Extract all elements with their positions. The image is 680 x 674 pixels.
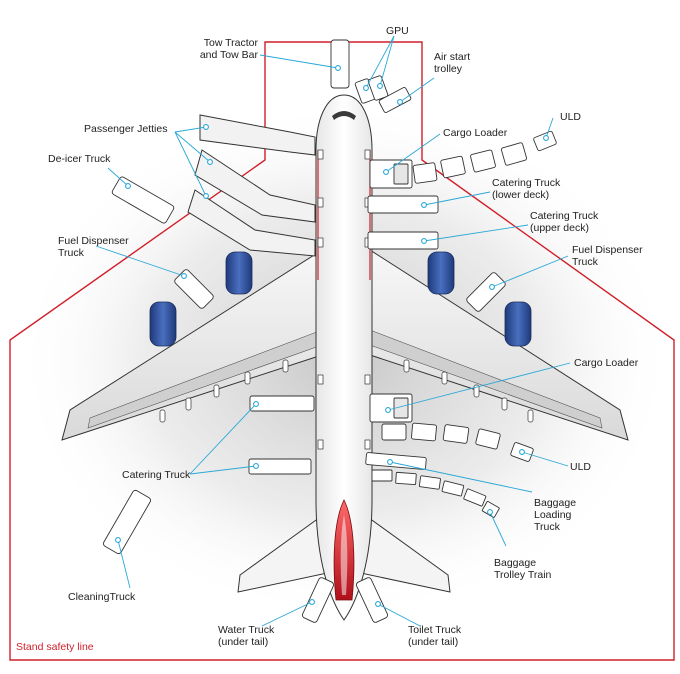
label-toilet-truck-line1: Toilet Truck xyxy=(408,624,462,636)
tow-tractor xyxy=(330,39,350,89)
label-baggage-loading-line3: Truck xyxy=(534,521,561,533)
uld-train-top xyxy=(412,130,557,184)
label-cargo-loader-bottom: Cargo Loader xyxy=(574,357,639,369)
cargo-loader-bottom xyxy=(369,393,413,423)
label-fuel-left-line1: Fuel Dispenser xyxy=(58,235,129,247)
cockpit-windows xyxy=(332,111,356,120)
catering-truck-a xyxy=(249,395,315,412)
label-fuel-right-line1: Fuel Dispenser xyxy=(572,244,643,256)
label-stand-safety-line: Stand safety line xyxy=(16,641,94,653)
label-baggage-trolley-line2: Trolley Train xyxy=(494,569,552,581)
label-passenger-jetties: Passenger Jetties xyxy=(84,123,167,135)
cargo-loader-top xyxy=(369,159,413,189)
label-fuel-left-line2: Truck xyxy=(58,247,85,259)
label-baggage-loading-line1: Baggage xyxy=(534,497,576,509)
leader-lines xyxy=(95,35,571,627)
catering-truck-lower xyxy=(367,195,439,214)
label-toilet-truck-line2: (under tail) xyxy=(408,636,458,648)
label-catering-upper-line2: (upper deck) xyxy=(530,222,589,234)
doors xyxy=(317,149,371,450)
passenger-jetties xyxy=(187,114,316,257)
baggage-trolley-train xyxy=(371,469,500,518)
label-catering-lower-line2: (lower deck) xyxy=(492,189,549,201)
label-tow-tractor-line1: Tow Tractor xyxy=(204,37,259,49)
baggage-loading-truck xyxy=(365,452,427,470)
label-catering-truck: Catering Truck xyxy=(122,469,191,481)
cleaning-truck xyxy=(102,489,152,555)
toilet-truck xyxy=(355,577,389,623)
fin-highlight xyxy=(340,515,348,595)
label-catering-upper-line1: Catering Truck xyxy=(530,210,599,222)
label-uld-bottom: ULD xyxy=(570,461,591,473)
fuel-dispenser-right xyxy=(466,272,506,312)
label-catering-lower-line1: Catering Truck xyxy=(492,177,561,189)
label-cleaning-truck: CleaningTruck xyxy=(68,591,136,603)
fuselage xyxy=(315,94,373,621)
label-air-start-line1: Air start xyxy=(434,51,470,63)
leader-dots xyxy=(115,65,549,607)
stand-safety-line xyxy=(9,41,675,661)
engines xyxy=(149,251,532,347)
vehicles xyxy=(102,39,557,623)
label-baggage-trolley-line1: Baggage xyxy=(494,557,536,569)
label-cargo-loader-top: Cargo Loader xyxy=(443,127,508,139)
label-deicer: De-icer Truck xyxy=(48,153,111,165)
aircraft xyxy=(61,94,629,621)
label-gpu: GPU xyxy=(386,25,409,37)
label-baggage-loading-line2: Loading xyxy=(534,509,572,521)
label-water-truck-line1: Water Truck xyxy=(218,624,275,636)
water-truck xyxy=(301,577,335,623)
air-start-trolley xyxy=(378,87,412,113)
label-tow-tractor-line2: and Tow Bar xyxy=(200,49,259,61)
label-water-truck-line2: (under tail) xyxy=(218,636,268,648)
label-fuel-right-line2: Truck xyxy=(572,256,599,268)
labels: Tow Tractor and Tow Bar GPU Air start tr… xyxy=(16,25,643,653)
flap-fairings xyxy=(159,359,534,423)
catering-truck-upper xyxy=(367,231,439,250)
label-uld-top: ULD xyxy=(560,111,581,123)
label-air-start-line2: trolley xyxy=(434,63,463,75)
